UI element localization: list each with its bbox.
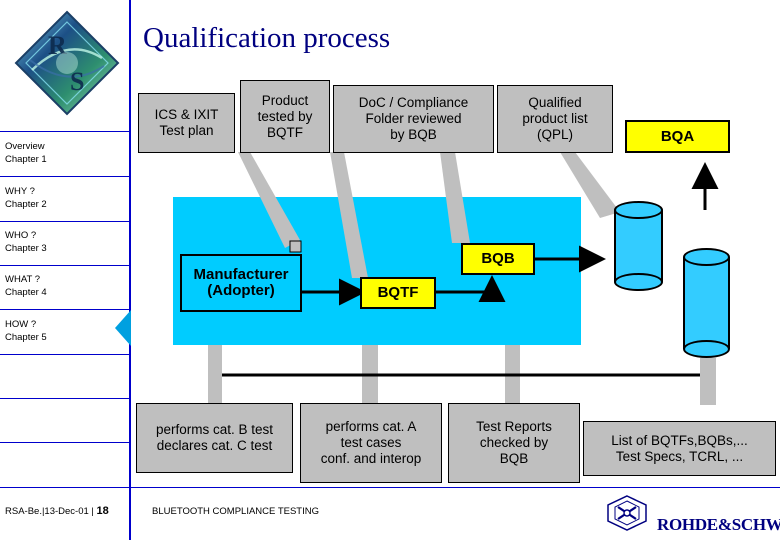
box-bqa: BQA [625,120,730,153]
box-bqtf-label: BQTF [377,284,419,301]
sidebar-divider-3 [0,221,131,222]
box-qpl-label: Qualified product list (QPL) [522,95,588,142]
page-title: Qualification process [143,22,391,54]
cylinder-database-bqtf-list [683,248,730,358]
rsa-logo: R S [12,8,122,118]
cylinder-top [614,201,663,219]
sidebar-item-how[interactable]: HOW ? Chapter 5 [5,318,125,344]
sidebar-divider-6 [0,354,131,355]
sidebar-item-sublabel: Chapter 5 [5,332,47,343]
box-doc-compliance: DoC / Compliance Folder reviewed by BQB [333,85,494,153]
box-bqb-label: BQB [481,250,515,267]
footer-date: RSA-Be.|13-Dec-01 | [5,506,94,517]
box-ics-ixit: ICS & IXIT Test plan [138,93,235,153]
box-cat-a-label: performs cat. A test cases conf. and int… [320,419,422,466]
sidebar-divider-4 [0,265,131,266]
sidebar-item-label: Overview [5,141,45,152]
cylinder-database-qpl [614,201,663,291]
sidebar-item-what[interactable]: WHAT ? Chapter 4 [5,273,125,299]
cylinder-top [683,248,730,266]
box-doc-compliance-label: DoC / Compliance Folder reviewed by BQB [358,95,469,142]
box-manufacturer-label: Manufacturer (Adopter) [193,266,289,299]
cylinder-body [614,210,663,282]
sidebar-divider-1 [0,131,131,132]
sidebar: R S Overview Chapter 1 WHY ? Chapter 2 W… [0,0,131,540]
sidebar-item-sublabel: Chapter 2 [5,199,47,210]
sidebar-item-sublabel: Chapter 1 [5,154,47,165]
cylinder-bottom [683,340,730,358]
box-list-bqtfs: List of BQTFs,BQBs,... Test Specs, TCRL,… [583,421,776,476]
sidebar-divider-2 [0,176,131,177]
svg-text:S: S [70,67,84,96]
footer-subject: BLUETOOTH COMPLIANCE TESTING [152,506,319,517]
box-cat-b-c-label: performs cat. B test declares cat. C tes… [155,422,274,453]
box-product-tested: Product tested by BQTF [240,80,330,153]
sidebar-item-label: HOW ? [5,319,37,330]
box-test-reports-label: Test Reports checked by BQB [476,419,552,466]
sidebar-item-sublabel: Chapter 4 [5,287,47,298]
sidebar-item-label: WHO ? [5,230,37,241]
box-list-bqtfs-label: List of BQTFs,BQBs,... Test Specs, TCRL,… [611,432,748,464]
sidebar-item-label: WHY ? [5,186,35,197]
box-cat-b-c: performs cat. B test declares cat. C tes… [136,403,293,473]
box-bqa-label: BQA [660,127,695,145]
footer-divider [0,487,780,488]
box-cat-a: performs cat. A test cases conf. and int… [300,403,442,483]
box-qpl: Qualified product list (QPL) [497,85,613,153]
rohde-schwarz-wordmark: ROHDE&SCHWARZ [657,515,780,534]
box-bqb: BQB [461,243,535,275]
cylinder-body [683,257,730,349]
sidebar-item-sublabel: Chapter 3 [5,243,47,254]
sidebar-divider-5 [0,309,131,310]
box-bqtf: BQTF [360,277,436,309]
current-chapter-arrow-icon [115,310,131,346]
sidebar-divider-8 [0,442,131,443]
box-product-tested-label: Product tested by BQTF [257,92,313,140]
svg-text:R: R [48,31,67,60]
footer-page-number: 18 [96,505,109,517]
box-ics-ixit-label: ICS & IXIT Test plan [154,107,219,138]
sidebar-item-who[interactable]: WHO ? Chapter 3 [5,229,125,255]
cylinder-bottom [614,273,663,291]
box-test-reports: Test Reports checked by BQB [448,403,580,483]
sidebar-item-overview[interactable]: Overview Chapter 1 [5,140,125,166]
rohde-schwarz-logo: ROHDE&SCHWARZ [605,495,780,534]
box-manufacturer: Manufacturer (Adopter) [180,254,302,312]
footer-left: RSA-Be.|13-Dec-01 | 18 [5,505,109,517]
sidebar-item-label: WHAT ? [5,274,41,285]
sidebar-divider-7 [0,398,131,399]
sidebar-item-why[interactable]: WHY ? Chapter 2 [5,185,125,211]
